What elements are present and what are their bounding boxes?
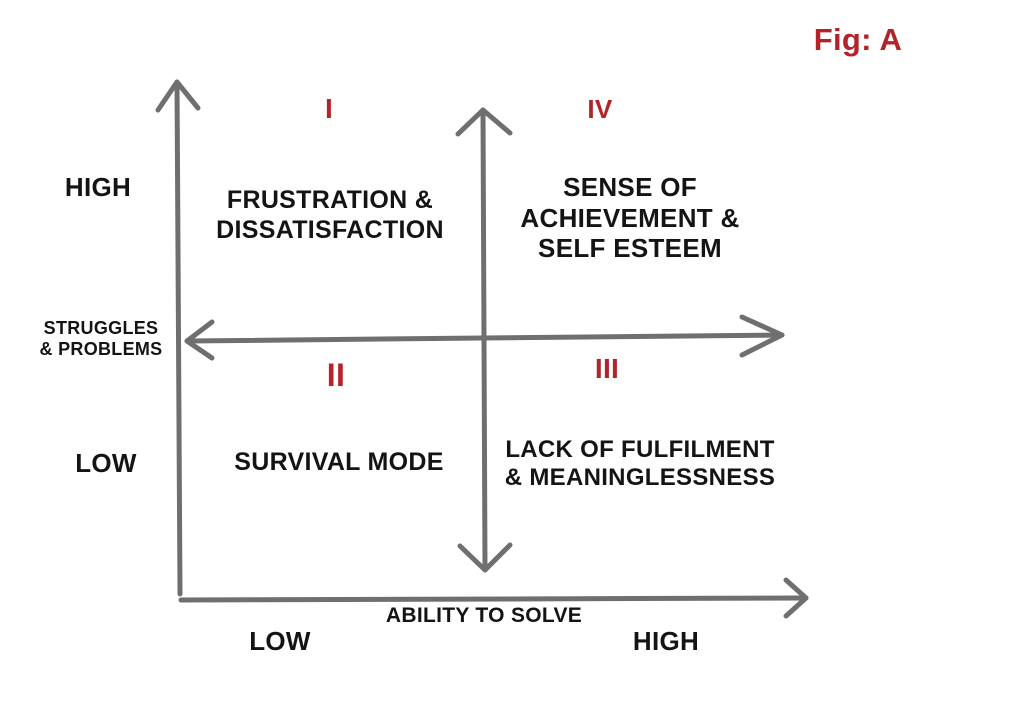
y-axis-title-line-2: & PROBLEMS: [39, 339, 163, 360]
figure-label: Fig: A: [813, 22, 903, 57]
quadrant-numeral-iii: III: [594, 353, 620, 384]
x-axis-title: ABILITY TO SOLVE: [385, 604, 583, 627]
x-axis-high-label: HIGH: [632, 626, 700, 656]
center-horizontal-arrow: [184, 314, 785, 361]
quadrant-text-iv-line-1: SENSE OF: [563, 172, 697, 202]
y-axis-title: STRUGGLES & PROBLEMS: [26, 318, 176, 360]
x-axis-low-label: LOW: [249, 626, 311, 656]
quadrant-text-iv-line-2: ACHIEVEMENT &: [520, 202, 740, 233]
quadrant-numeral-ii: II: [326, 357, 346, 393]
quadrant-numeral-iv: IV: [587, 94, 613, 124]
quadrant-numeral-i: I: [324, 93, 334, 124]
y-axis-title-line-1: STRUGGLES: [43, 318, 159, 338]
quadrant-text-ii: SURVIVAL MODE: [234, 448, 444, 476]
quadrant-text-i-line-1: FRUSTRATION &: [226, 186, 434, 214]
x-axis-arrow: [178, 577, 809, 619]
quadrant-text-iv: SENSE OF ACHIEVEMENT & SELF ESTEEM: [505, 172, 755, 264]
quadrant-text-iv-line-3: SELF ESTEEM: [538, 233, 722, 264]
quadrant-text-iii: LACK OF FULFILMENT & MEANINGLESSNESS: [500, 436, 780, 493]
y-axis-high-label: HIGH: [64, 172, 132, 202]
quadrant-text-i: FRUSTRATION & DISSATISFACTION: [210, 186, 450, 245]
quadrant-text-i-line-2: DISSATISFACTION: [216, 215, 444, 244]
y-axis-arrow: [155, 79, 201, 597]
quadrant-text-iii-line-1: LACK OF FULFILMENT: [505, 436, 775, 463]
quadrant-text-iii-line-2: & MEANINGLESSNESS: [504, 464, 776, 492]
y-axis-low-label: LOW: [75, 448, 137, 478]
